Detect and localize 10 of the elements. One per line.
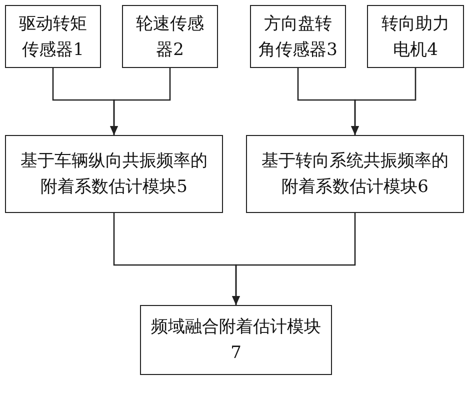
process-box: 轮速传感器2 <box>122 5 218 68</box>
process-box: 频域融合附着估计模块7 <box>140 305 332 375</box>
process-box: 基于车辆纵向共振频率的附着系数估计模块5 <box>5 135 223 213</box>
process-box: 基于转向系统共振频率的附着系数估计模块6 <box>246 135 464 213</box>
arrow <box>351 68 416 135</box>
process-box: 转向助力电机4 <box>367 5 464 68</box>
arrow <box>110 68 171 135</box>
process-box: 驱动转矩传感器1 <box>5 5 101 68</box>
process-box: 方向盘转角传感器3 <box>250 5 346 68</box>
arrow <box>232 213 356 305</box>
